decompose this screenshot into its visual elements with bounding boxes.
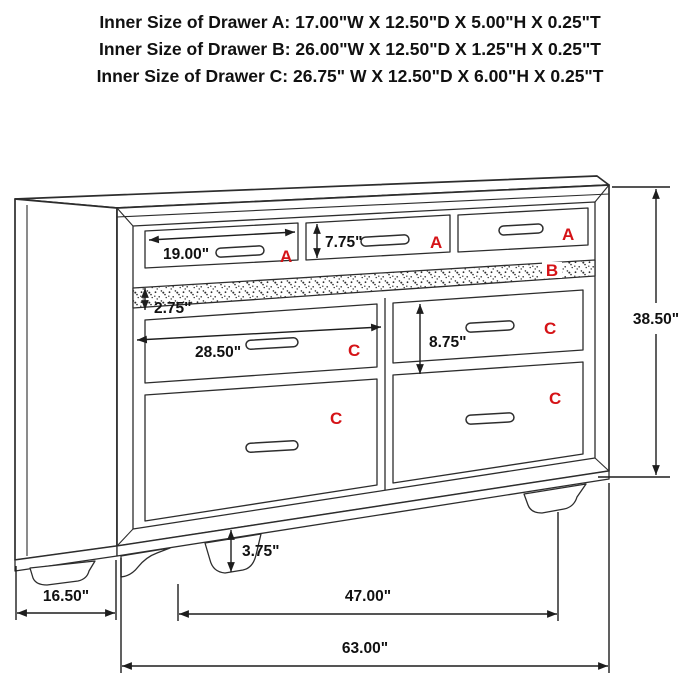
front-left-bracket-foot xyxy=(120,547,171,578)
front-plinth xyxy=(116,470,610,557)
frame-joint-bottom-right xyxy=(594,457,610,472)
dim-drawer-a-height-label: 7.75" xyxy=(325,234,363,251)
label-drawer-c-right-bottom: C xyxy=(549,389,561,408)
dim-left-bank-width: 28.50" xyxy=(136,323,382,361)
dim-depth: 16.50" xyxy=(15,560,117,620)
frame-joint-top-right xyxy=(594,184,610,203)
jewelry-drawer-b-glitter xyxy=(133,260,595,308)
drawer-a2-handle xyxy=(360,234,410,247)
drawer-c-right-bottom-handle xyxy=(465,412,515,425)
frame-joint-top-left xyxy=(116,207,134,227)
dim-drawer-b-height: 2.75" xyxy=(141,288,192,317)
drawer-c-right-top-handle xyxy=(465,320,515,333)
front-right-bracket-foot xyxy=(523,483,587,514)
dim-left-bank-width-arrow xyxy=(136,323,382,344)
dim-overall-width: 63.00" xyxy=(120,483,610,673)
dim-drawer-a-width: 19.00" xyxy=(148,228,296,263)
drawer-a1-handle xyxy=(215,245,265,258)
dim-drawer-c-height: 8.75" xyxy=(416,304,467,374)
dim-leg-height-label: 3.75" xyxy=(242,543,280,560)
drawer-c-left-top-handle xyxy=(245,337,299,350)
label-drawer-b: B xyxy=(546,261,558,280)
label-drawer-c-right-top: C xyxy=(544,319,556,338)
dim-drawer-a-width-label: 19.00" xyxy=(163,246,209,263)
dim-overall-height: 38.50" xyxy=(598,186,679,478)
dim-leg-span-label: 47.00" xyxy=(345,588,391,605)
dimension-annotations: 19.00" 7.75" 2.75" 28.50" 8.75" 38.50" xyxy=(15,186,679,673)
dim-left-bank-width-label: 28.50" xyxy=(195,344,241,361)
dim-drawer-c-height-label: 8.75" xyxy=(429,334,467,351)
dim-drawer-a-width-arrow xyxy=(148,228,296,244)
dim-drawer-a-height: 7.75" xyxy=(313,224,363,258)
side-bracket-foot xyxy=(29,560,96,586)
label-drawer-a2: A xyxy=(430,233,442,252)
drawer-letter-labels: A A A B C C C C xyxy=(280,225,574,428)
header-text: Inner Size of Drawer A: 17.00"W X 12.50"… xyxy=(97,12,604,86)
dim-overall-height-label: 38.50" xyxy=(633,311,679,328)
dim-leg-span: 47.00" xyxy=(177,512,559,621)
dim-drawer-b-height-label: 2.75" xyxy=(154,300,192,317)
dim-depth-label: 16.50" xyxy=(43,588,89,605)
drawer-c-left-bottom-handle xyxy=(245,440,299,453)
label-drawer-b-backplate xyxy=(542,262,562,278)
dim-overall-width-label: 63.00" xyxy=(342,640,388,657)
label-drawer-a3: A xyxy=(562,225,574,244)
dim-leg-height: 3.75" xyxy=(227,530,280,572)
drawer-a-size-text: Inner Size of Drawer A: 17.00"W X 12.50"… xyxy=(99,12,601,32)
drawer-b-size-text: Inner Size of Drawer B: 26.00"W X 12.50"… xyxy=(99,39,601,59)
drawer-c-size-text: Inner Size of Drawer C: 26.75" W X 12.50… xyxy=(97,66,604,86)
label-drawer-a1: A xyxy=(280,247,292,266)
label-drawer-c-left-top: C xyxy=(348,341,360,360)
dresser-left-side-panel xyxy=(14,198,118,561)
tabletop-edge-line xyxy=(116,193,610,218)
drawer-a3-handle xyxy=(498,223,544,236)
frame-joint-bottom-left xyxy=(116,528,134,547)
label-drawer-c-left-bottom: C xyxy=(330,409,342,428)
drawers xyxy=(132,207,596,522)
